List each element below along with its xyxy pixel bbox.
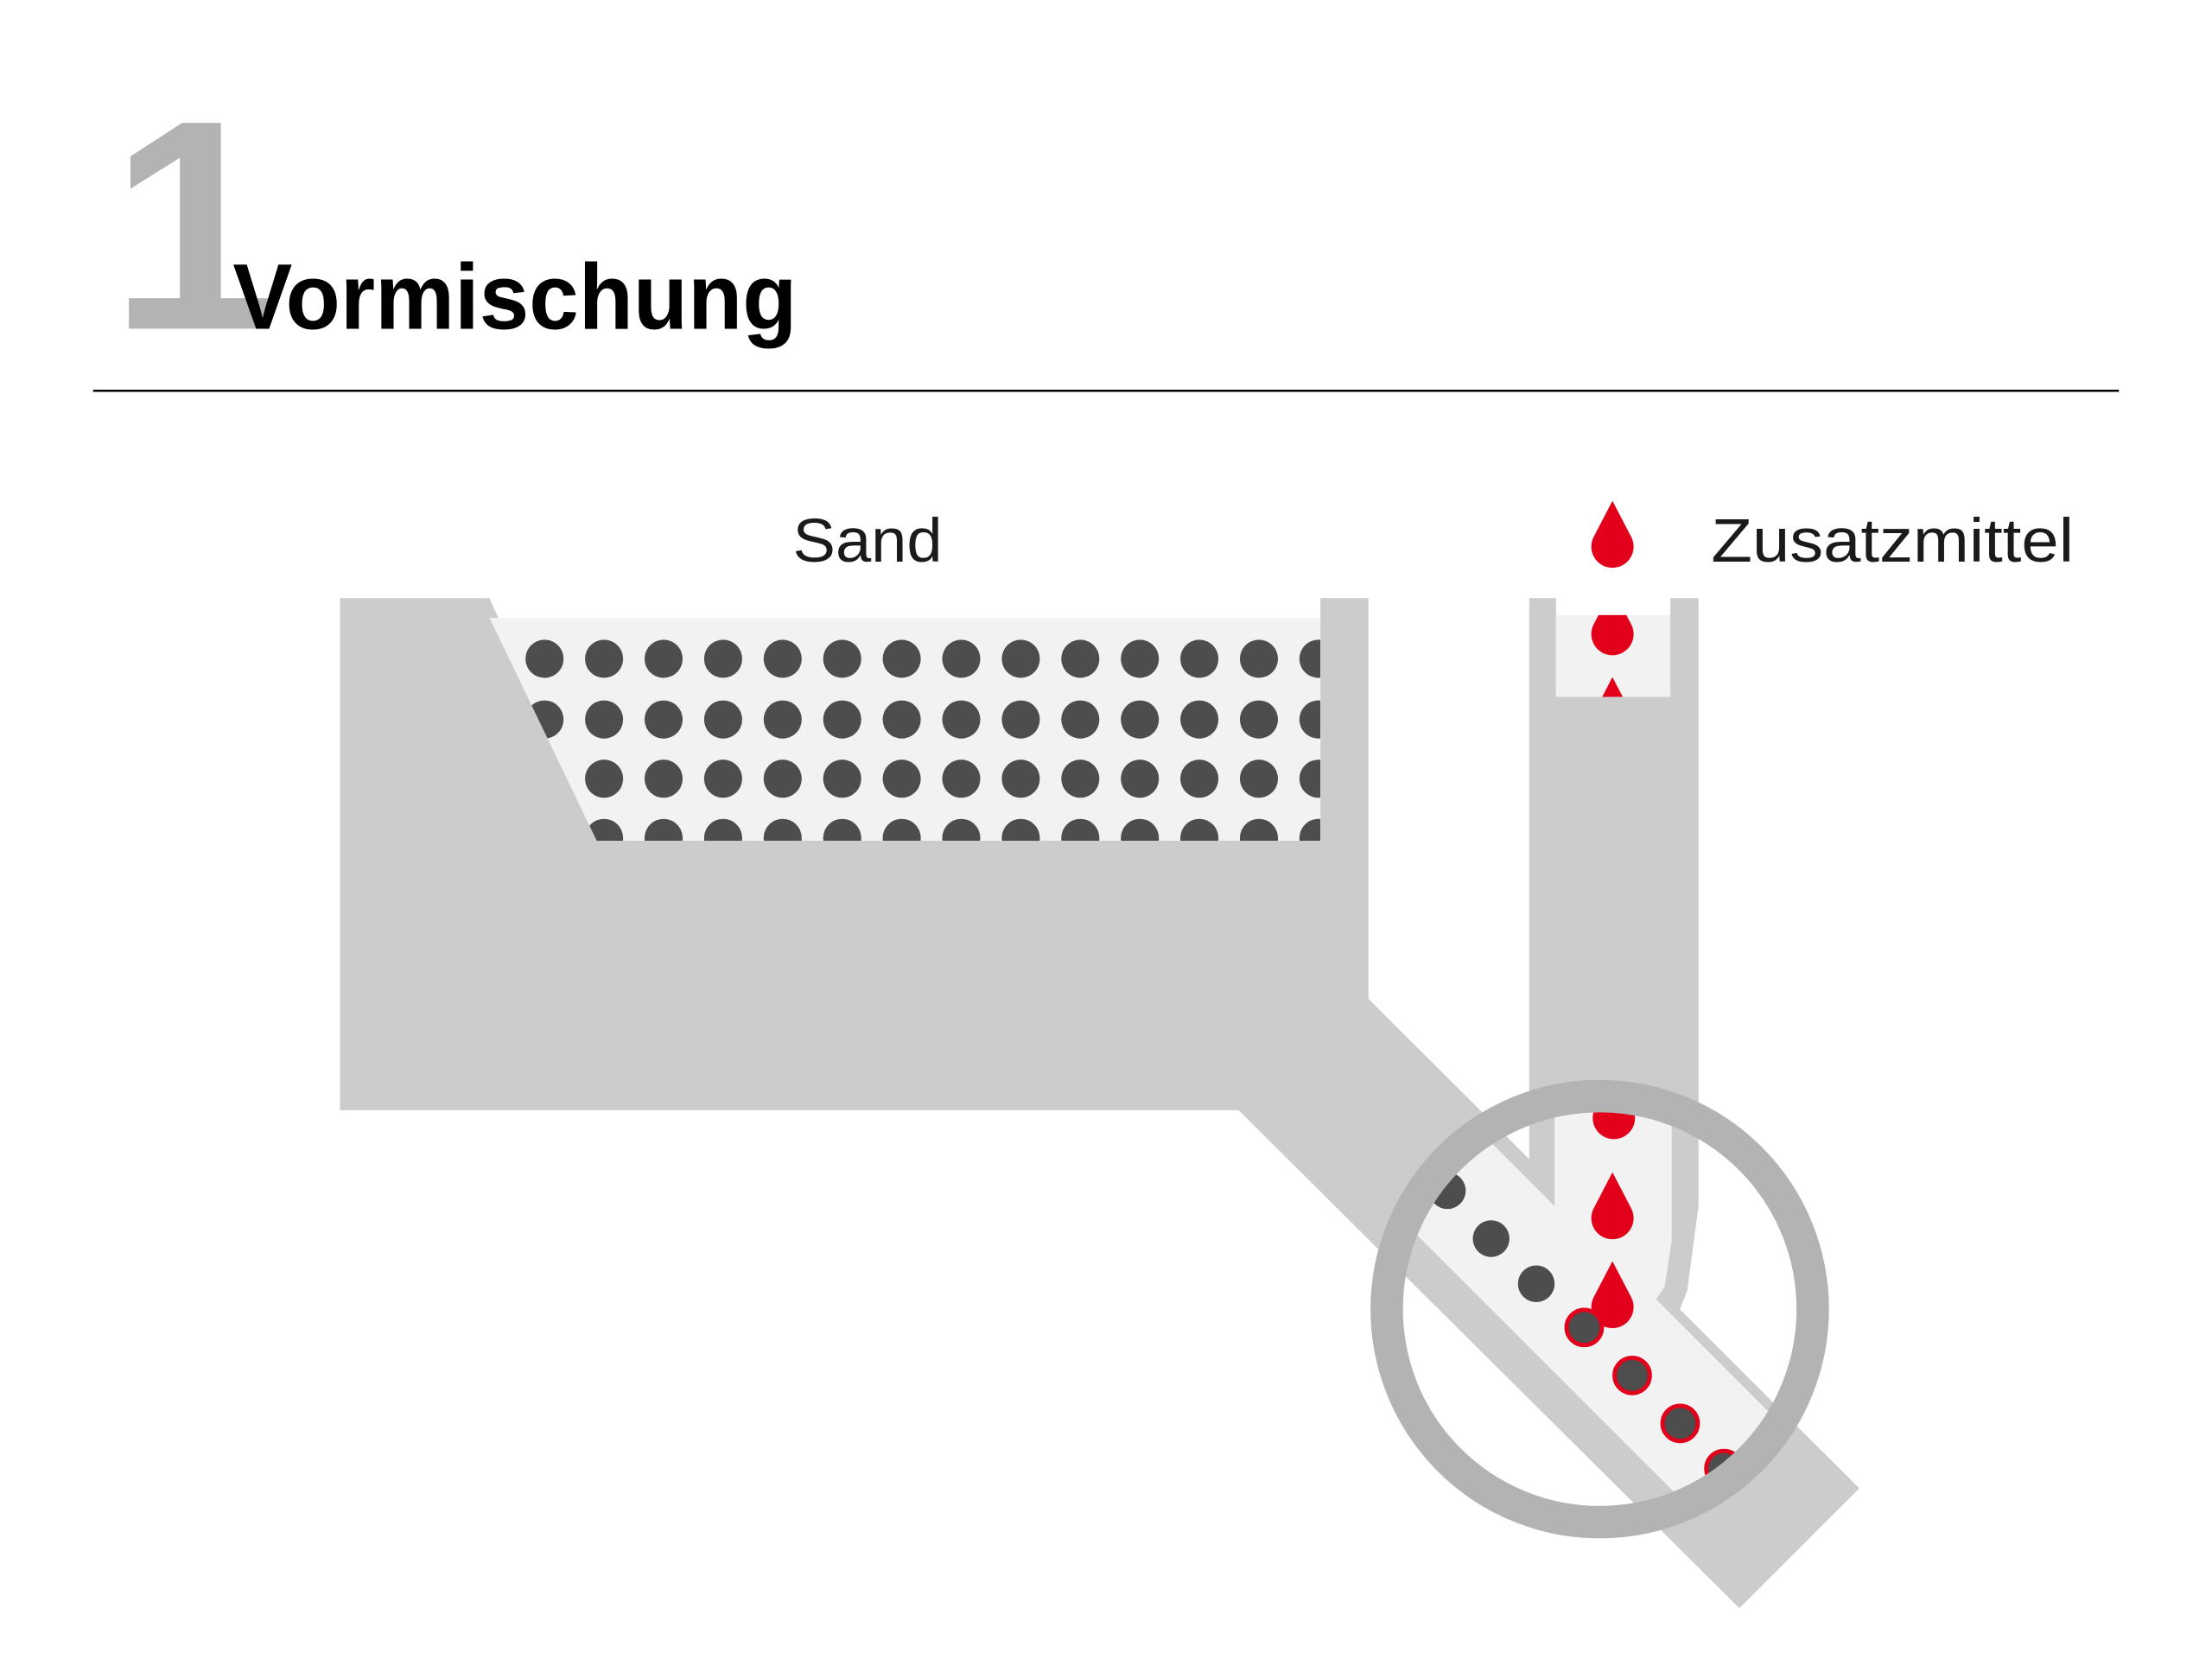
sand-grain bbox=[763, 818, 802, 842]
magnifier-view bbox=[1388, 1097, 1812, 1521]
sand-grain bbox=[823, 818, 861, 842]
sand-grain bbox=[1180, 818, 1219, 842]
drop-icon bbox=[1591, 500, 1634, 569]
sand-grain bbox=[1299, 700, 1321, 739]
sand-grain bbox=[823, 639, 861, 678]
sand-grain bbox=[1121, 818, 1160, 842]
sand-grain bbox=[1180, 700, 1219, 739]
sand-grain bbox=[703, 760, 742, 798]
sand-grain bbox=[1121, 760, 1160, 798]
page-title: Vormischung bbox=[232, 244, 797, 348]
sand-grain bbox=[882, 818, 921, 842]
sand-grain bbox=[1001, 700, 1040, 739]
sand-grain bbox=[1121, 700, 1160, 739]
sand-grain bbox=[1299, 639, 1321, 678]
sand-grain bbox=[1121, 639, 1160, 678]
additive-label: Zusatzmittel bbox=[1711, 506, 2074, 575]
sand-grain bbox=[703, 639, 742, 678]
step-number: 1 bbox=[110, 59, 276, 392]
sand-grain bbox=[644, 818, 683, 842]
sand-hopper bbox=[340, 598, 1859, 1609]
sand-grain bbox=[585, 818, 624, 842]
drop-icon bbox=[1591, 614, 1634, 656]
sand-grain bbox=[942, 639, 981, 678]
sand-grain bbox=[882, 760, 921, 798]
sand-grain bbox=[823, 760, 861, 798]
sand-grain bbox=[1239, 760, 1279, 798]
sand-grain bbox=[763, 700, 802, 739]
sand-grain bbox=[1239, 639, 1279, 678]
sand-grain bbox=[1001, 639, 1040, 678]
sand-grain bbox=[644, 639, 683, 678]
sand-grain bbox=[585, 639, 624, 678]
sand-grain bbox=[763, 760, 802, 798]
sand-grain bbox=[1061, 639, 1100, 678]
mixing-channel bbox=[1388, 1097, 1812, 1521]
coated-sand-grain bbox=[1612, 1355, 1652, 1395]
sand-grain bbox=[585, 760, 624, 798]
sand-grain bbox=[1299, 818, 1321, 842]
sand-grain bbox=[1180, 639, 1219, 678]
coated-sand-grain bbox=[1660, 1403, 1700, 1444]
sand-grain bbox=[703, 700, 742, 739]
sand-grain bbox=[1001, 818, 1040, 842]
sand-grain bbox=[882, 700, 921, 739]
sand-grain bbox=[525, 639, 564, 678]
coated-sand-grain bbox=[1564, 1307, 1605, 1348]
sand-grain bbox=[1239, 818, 1279, 842]
magnifier-icon bbox=[1370, 1079, 1829, 1539]
sand-grain bbox=[1239, 700, 1279, 739]
sand-grain bbox=[823, 700, 861, 739]
sand-grain bbox=[763, 639, 802, 678]
sand-grain bbox=[1061, 700, 1100, 739]
sand-label: Sand bbox=[793, 506, 943, 575]
sand-grain bbox=[585, 700, 624, 739]
sand-grain bbox=[1299, 760, 1321, 798]
sand-grain bbox=[1472, 1220, 1510, 1257]
sand-grain bbox=[942, 818, 981, 842]
tank-drops bbox=[1591, 614, 1634, 697]
sand-grain bbox=[942, 760, 981, 798]
additive-drop-icon bbox=[1591, 500, 1634, 569]
sand-grain bbox=[1180, 760, 1219, 798]
sand-grain bbox=[1061, 760, 1100, 798]
sand-grain bbox=[1061, 818, 1100, 842]
drop-icon bbox=[1591, 1261, 1634, 1329]
sand-grain bbox=[882, 639, 921, 678]
drop-icon bbox=[1602, 677, 1624, 697]
sand-grain bbox=[942, 700, 981, 739]
sand-grain bbox=[1001, 760, 1040, 798]
sand-grain bbox=[703, 818, 742, 842]
sand-grain bbox=[1517, 1265, 1555, 1302]
drop-icon bbox=[1591, 1172, 1634, 1240]
sand-grain bbox=[644, 700, 683, 739]
sand-grain bbox=[644, 760, 683, 798]
